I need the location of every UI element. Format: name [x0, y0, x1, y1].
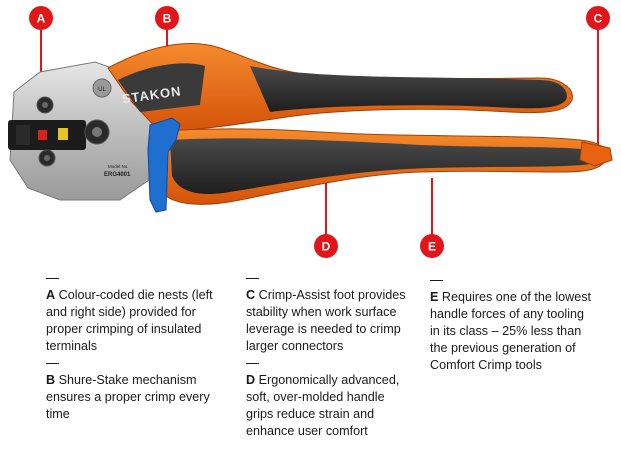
marker-d: D [314, 234, 338, 258]
divider [430, 272, 595, 289]
marker-b: B [155, 6, 179, 30]
die-nest-red [38, 130, 47, 140]
description-b: B Shure-Stake mechanism ensures a proper… [46, 373, 210, 421]
divider [246, 355, 406, 372]
description-c: C Crimp-Assist foot provides stability w… [246, 288, 406, 353]
description-a: A Colour-coded die nests (left and right… [46, 288, 213, 353]
upper-handle: STAKON [107, 43, 573, 133]
crimp-tool-illustration: UL Model No. ERG4001 STAKON A B C D E [8, 6, 613, 258]
shure-stake-latch [147, 117, 181, 213]
marker-a: A [29, 6, 53, 30]
svg-text:D: D [322, 240, 331, 254]
divider [46, 270, 221, 287]
model-number: ERG4001 [104, 172, 131, 178]
svg-text:A: A [37, 12, 46, 26]
marker-e: E [420, 234, 444, 258]
svg-text:B: B [163, 12, 172, 26]
description-e: E Requires one of the lowest handle forc… [430, 290, 592, 372]
divider [246, 270, 406, 287]
svg-text:E: E [428, 240, 436, 254]
divider [46, 355, 221, 372]
lower-handle [149, 128, 613, 205]
description-column-2: C Crimp-Assist foot provides stability w… [246, 270, 406, 440]
crimp-assist-foot [579, 141, 613, 167]
tool-head: UL Model No. ERG4001 [8, 61, 153, 201]
description-d: D Ergonomically advanced, soft, over-mol… [246, 373, 400, 438]
description-column-1: A Colour-coded die nests (left and right… [46, 270, 221, 423]
model-label: Model No. [108, 164, 129, 169]
svg-text:UL: UL [98, 87, 106, 93]
description-column-3: E Requires one of the lowest handle forc… [430, 272, 595, 374]
svg-text:C: C [594, 12, 603, 26]
marker-c: C [586, 6, 610, 30]
die-nest-yellow [58, 128, 68, 140]
